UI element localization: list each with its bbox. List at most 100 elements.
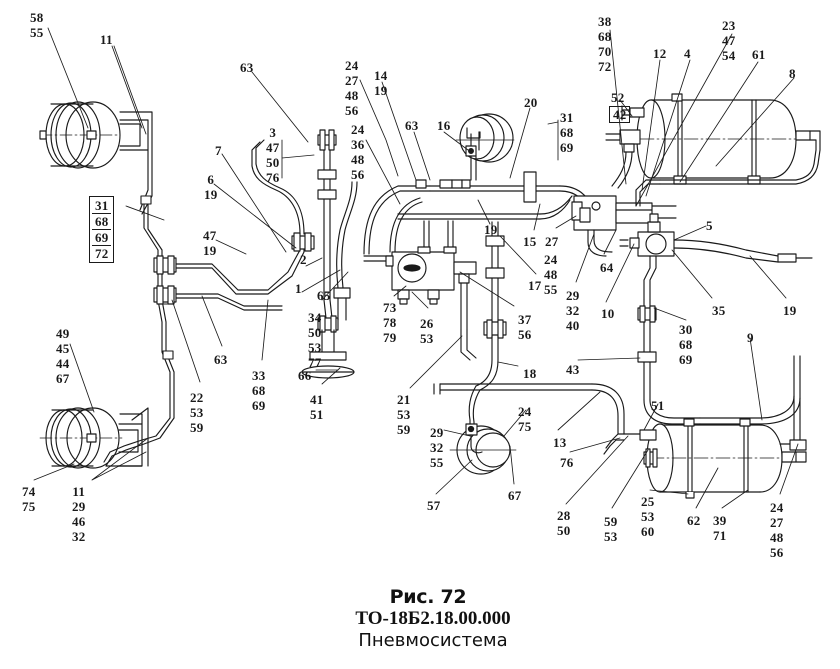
brake-chamber-front-left (39, 101, 153, 215)
figure-caption: Рис. 72 ТО-18Б2.18.00.000 Пневмосистема (0, 568, 840, 669)
callout-number: 29 (72, 499, 86, 514)
callout-stack: 57 (427, 498, 440, 513)
callout-number: 13 (553, 435, 567, 450)
callout-number: 15 (523, 234, 537, 249)
callout-number: 45 (56, 341, 70, 356)
callout-number: 29 (430, 425, 444, 440)
callout-number: 66 (298, 368, 312, 383)
callout-c16: 16 (437, 118, 450, 133)
callout-number: 43 (566, 362, 580, 377)
air-tank-lower-right (623, 418, 807, 499)
callout-number: 68 (92, 213, 112, 229)
callout-number: 75 (22, 499, 36, 514)
callout-number: 59 (604, 514, 618, 529)
pipe-upper-left-branch (175, 237, 305, 311)
callout-c61: 61 (752, 47, 765, 62)
callout-number: 4 (684, 46, 691, 61)
callout-number: 34 (308, 310, 322, 325)
callout-c57: 57 (427, 498, 440, 513)
callout-number: 48 (770, 530, 784, 545)
callout-number: 57 (427, 498, 441, 513)
callout-number: 78 (383, 315, 397, 330)
callout-number: 6 (207, 172, 215, 187)
callout-c63-left: 63 (240, 60, 253, 75)
callout-number: 44 (56, 356, 70, 371)
callout-stack: 11 (100, 32, 113, 47)
callout-stack: 51 (651, 398, 664, 413)
callout-c43: 43 (566, 362, 579, 377)
callout-number: 10 (601, 306, 615, 321)
callout-number: 51 (651, 398, 665, 413)
callout-stack: 63 (214, 352, 227, 367)
hose-center-left (333, 181, 358, 321)
callout-c4: 4 (684, 46, 691, 61)
callout-number: 47 (203, 228, 217, 243)
callout-number: 12 (653, 46, 667, 61)
pipe-to-rear-chamber (103, 417, 175, 467)
callout-stack: 17 (528, 278, 541, 293)
callout-stack: 62 (687, 513, 700, 528)
callout-number: 19 (203, 243, 217, 258)
callout-number: 76 (560, 455, 574, 470)
callout-c8: 8 (789, 66, 796, 81)
callout-number: 48 (345, 88, 359, 103)
callout-c52: 52 (611, 90, 624, 105)
callout-stack: 7 (215, 143, 222, 158)
callout-number: 27 (770, 515, 784, 530)
callout-number: 56 (770, 545, 784, 560)
callout-number: 61 (752, 47, 766, 62)
callout-stack: 67 (508, 488, 521, 503)
hose-left-upper (251, 139, 305, 235)
callout-number: 48 (544, 267, 558, 282)
callout-c63-mid: 63 (405, 118, 418, 133)
callout-number: 19 (783, 303, 797, 318)
callout-number: 59 (397, 422, 411, 437)
callout-number: 9 (747, 330, 754, 345)
callout-number: 1 (295, 281, 302, 296)
callout-number: 52 (611, 90, 625, 105)
pipe-to-lower-chamber (468, 385, 481, 429)
callout-number: 59 (190, 420, 204, 435)
callout-stack: 1 (295, 281, 302, 296)
callout-number: 19 (204, 187, 218, 202)
callout-number: 23 (722, 18, 736, 33)
callout-number: 53 (397, 407, 411, 422)
callout-number: 69 (560, 140, 574, 155)
callout-stack: 2 (300, 252, 307, 267)
callout-number: 53 (641, 509, 655, 524)
callout-stack: 43 (566, 362, 579, 377)
callout-number: 75 (518, 419, 532, 434)
callout-number: 24 (351, 122, 365, 137)
callout-stack: 20 (524, 95, 537, 110)
callout-number: 72 (598, 59, 612, 74)
callout-number: 30 (679, 322, 693, 337)
callout-number: 33 (252, 368, 266, 383)
callout-number: 69 (92, 229, 112, 245)
callout-number: 24 (770, 500, 784, 515)
pipe-fitting-left-upper (153, 255, 177, 305)
callout-number: 26 (420, 316, 434, 331)
callout-number: 53 (190, 405, 204, 420)
callout-number: 3 (269, 125, 277, 140)
